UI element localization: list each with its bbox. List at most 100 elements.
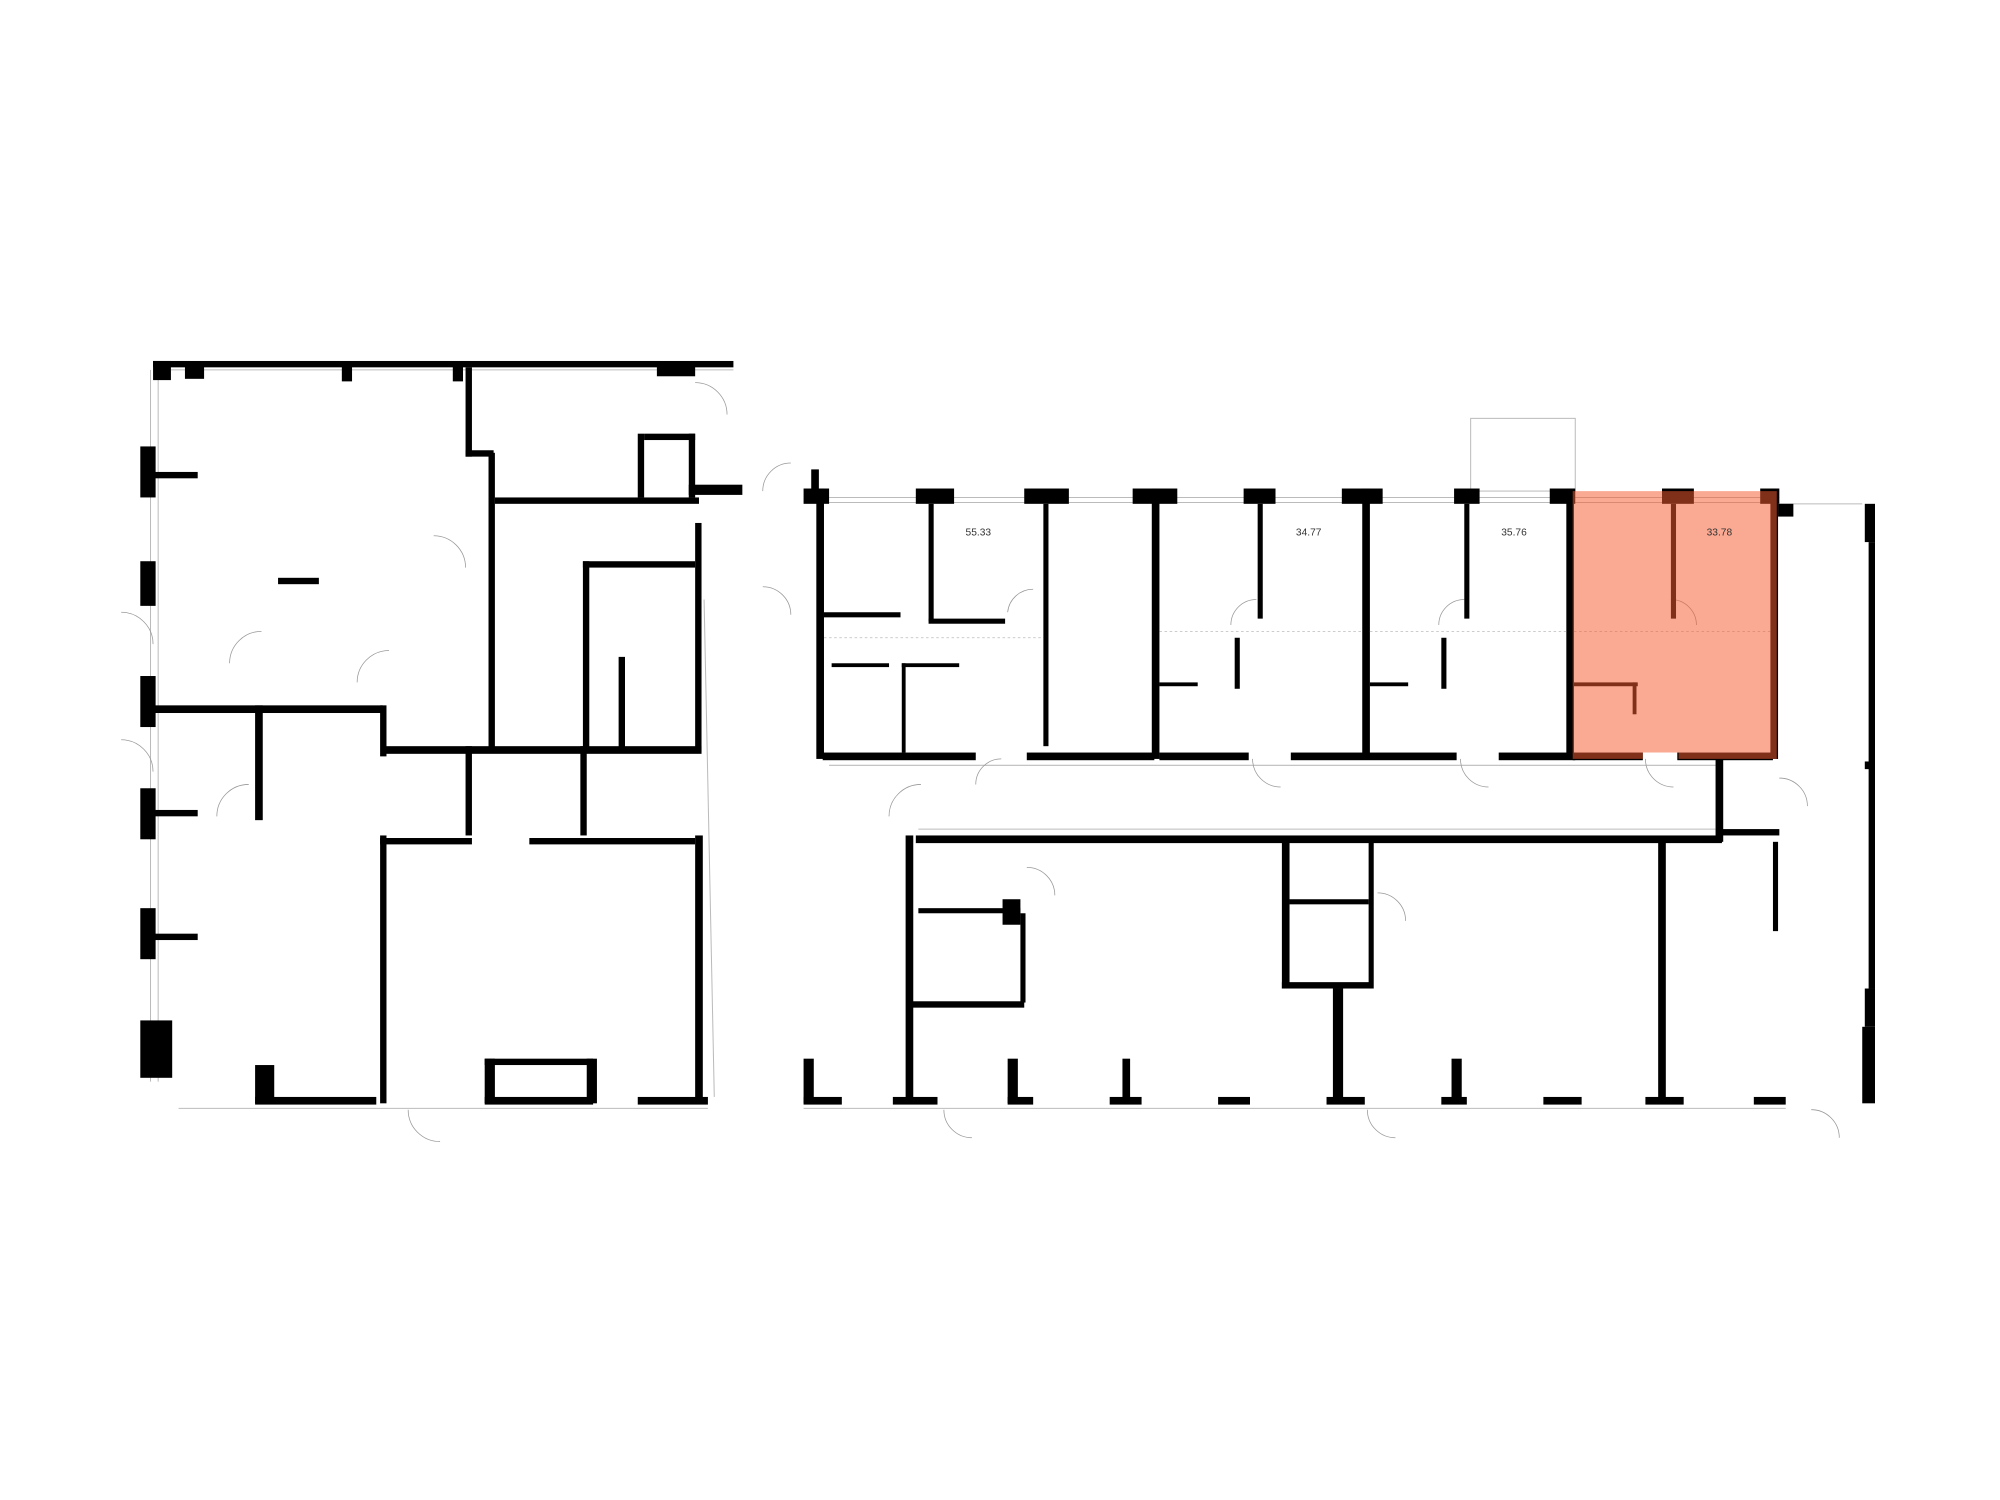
wall [529,838,696,845]
wall [803,1096,842,1105]
wall [928,503,934,622]
unit-area-label: 35.76 [1501,528,1527,539]
wall [915,835,1722,844]
wall [580,746,587,836]
wall [255,1096,377,1105]
wall [582,561,590,753]
wall [153,933,198,941]
wall [140,908,156,960]
wall [1024,488,1069,504]
wall [380,838,472,845]
wall [1362,488,1370,759]
wall [1715,758,1724,842]
wall [1862,1026,1875,1104]
wall [1122,1058,1131,1104]
wall [1454,488,1480,504]
door-swing [762,462,791,492]
wall [918,908,1021,914]
unit-area-label: 55.33 [966,528,992,539]
wall [688,484,743,495]
wall [892,1096,938,1105]
wall [140,676,156,728]
wall [140,446,156,498]
wall [928,618,1006,624]
wall [484,1096,594,1105]
wall [915,488,955,504]
wall [278,577,319,585]
wall [1753,1096,1786,1105]
wall [1151,488,1160,759]
door-swing [1366,1109,1396,1139]
wall [1441,637,1447,689]
wall [1218,1096,1250,1105]
door-swing [762,586,792,615]
wall [1109,1096,1142,1105]
wall [153,809,198,817]
wall [644,433,696,441]
wall [1658,841,1666,1104]
wall [1864,503,1875,543]
wall [255,705,263,821]
wall [255,1065,275,1104]
door-swing [1460,758,1489,788]
wall [911,1001,1025,1008]
wall [637,1096,708,1105]
door-swing [943,1109,972,1139]
unit-area-label: 33.78 [1707,528,1733,539]
wall [465,746,472,836]
door-swing [1026,866,1056,896]
wall [153,471,198,479]
wall [153,705,383,714]
door-swing [1438,599,1465,626]
window-line [703,599,715,1097]
wall [484,1058,495,1104]
door-swing [888,784,921,817]
wall [637,433,645,498]
wall [656,366,696,377]
wall [184,366,205,379]
wall [816,488,824,759]
wall [1772,841,1779,932]
door-swing [1811,1109,1840,1138]
wall [905,835,914,1104]
wall [811,469,819,495]
wall [582,561,696,568]
wall [618,656,625,753]
wall [1464,503,1470,619]
wall [1721,829,1780,836]
door-swing [1645,758,1674,788]
highlighted-unit[interactable] [1572,491,1777,759]
wall [803,1058,814,1104]
wall [1369,682,1409,687]
wall [1281,982,1372,989]
wall [1043,503,1049,747]
wall [1778,503,1794,517]
wall [1326,1096,1365,1105]
wall [695,522,702,753]
wall [831,663,890,668]
wall [1289,899,1369,905]
wall [140,788,156,840]
wall [140,1020,173,1078]
door-swing [1377,892,1406,921]
wall [1368,841,1374,989]
wall [1451,1058,1462,1104]
wall [1498,752,1576,761]
wall [1159,682,1198,687]
wall [1007,1058,1018,1104]
wall [484,1058,594,1066]
wall [341,366,353,382]
wall [494,497,699,504]
wall [688,433,696,498]
door-swing [121,739,154,772]
wall [465,450,494,457]
wall [901,663,906,753]
wall [1281,841,1290,989]
wall [1290,752,1457,761]
door-swing [695,382,728,415]
wall [586,1058,597,1104]
door-swing [407,1109,441,1142]
wall [1007,1096,1034,1105]
door-swing [121,611,154,645]
window-lines [150,369,1863,1109]
